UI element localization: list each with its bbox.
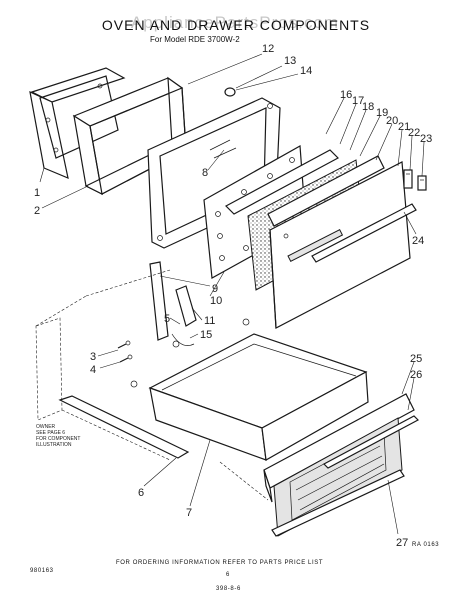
callout-13: 13 [284, 55, 296, 67]
callout-16: 16 [340, 89, 352, 101]
callout-19: 19 [376, 107, 388, 119]
watermark-text: AppliancePartsPros.com [131, 13, 339, 32]
page-number: 6 [226, 572, 230, 578]
callout-25: 25 [410, 353, 422, 365]
callout-27: 27 [396, 537, 408, 549]
callout-18: 18 [362, 101, 374, 113]
callout-labels: 1 2 3 4 5 6 7 8 9 10 11 12 13 14 15 16 1… [34, 43, 432, 549]
range-cutaway-outline [35, 269, 269, 501]
part-drawer-body [130, 318, 369, 461]
callout-11: 11 [204, 315, 215, 327]
side-note-line-4: ILLUSTRATION [36, 442, 72, 448]
reference-code: RA 0163 [412, 542, 439, 548]
side-note: OWNER SEE PAGE 6 FOR COMPONENT ILLUSTRAT… [36, 424, 80, 448]
callout-4: 4 [90, 364, 96, 376]
part-door-handle [311, 203, 417, 263]
callout-20: 20 [386, 115, 398, 127]
callout-24: 24 [412, 235, 424, 247]
callout-14: 14 [300, 65, 312, 77]
part-drawer-front-panel [263, 393, 415, 537]
callout-12: 12 [262, 43, 274, 55]
leader-lines [39, 53, 425, 535]
side-note-line-2: SEE PAGE 6 [36, 430, 65, 436]
callout-6: 6 [138, 487, 144, 499]
part-plug-button [224, 87, 236, 97]
side-note-line-1: OWNER [36, 424, 56, 430]
callout-22: 22 [408, 127, 420, 139]
document-number: 980163 [30, 568, 54, 574]
part-door-liner-frame [72, 76, 188, 196]
callout-7: 7 [186, 507, 192, 519]
callout-8: 8 [202, 167, 208, 179]
ordering-note: FOR ORDERING INFORMATION REFER TO PARTS … [116, 560, 323, 566]
callout-21: 21 [398, 121, 410, 133]
callout-23: 23 [420, 133, 432, 145]
callout-10: 10 [210, 295, 222, 307]
callout-3: 3 [90, 351, 96, 363]
part-hinge-bracket [403, 169, 427, 191]
callout-1: 1 [34, 187, 40, 199]
callout-26: 26 [410, 369, 422, 381]
callout-2: 2 [34, 205, 40, 217]
part-trim-strip [271, 469, 405, 537]
part-drawer-rail [58, 395, 190, 459]
page-code: 398-8-6 [216, 586, 241, 592]
callout-5: 5 [164, 313, 170, 325]
part-door-hinges [149, 261, 197, 348]
part-drawer-handle [323, 415, 419, 469]
part-screws [117, 340, 133, 363]
callout-15: 15 [200, 329, 212, 341]
callout-9: 9 [212, 283, 218, 295]
side-note-line-3: FOR COMPONENT [36, 436, 80, 442]
callout-17: 17 [352, 95, 364, 107]
diagram-title: OVEN AND DRAWER COMPONENTS [102, 17, 370, 33]
diagram-subtitle: For Model RDE 3700W-2 [150, 35, 240, 44]
part-door-gasket-outer [29, 67, 126, 179]
